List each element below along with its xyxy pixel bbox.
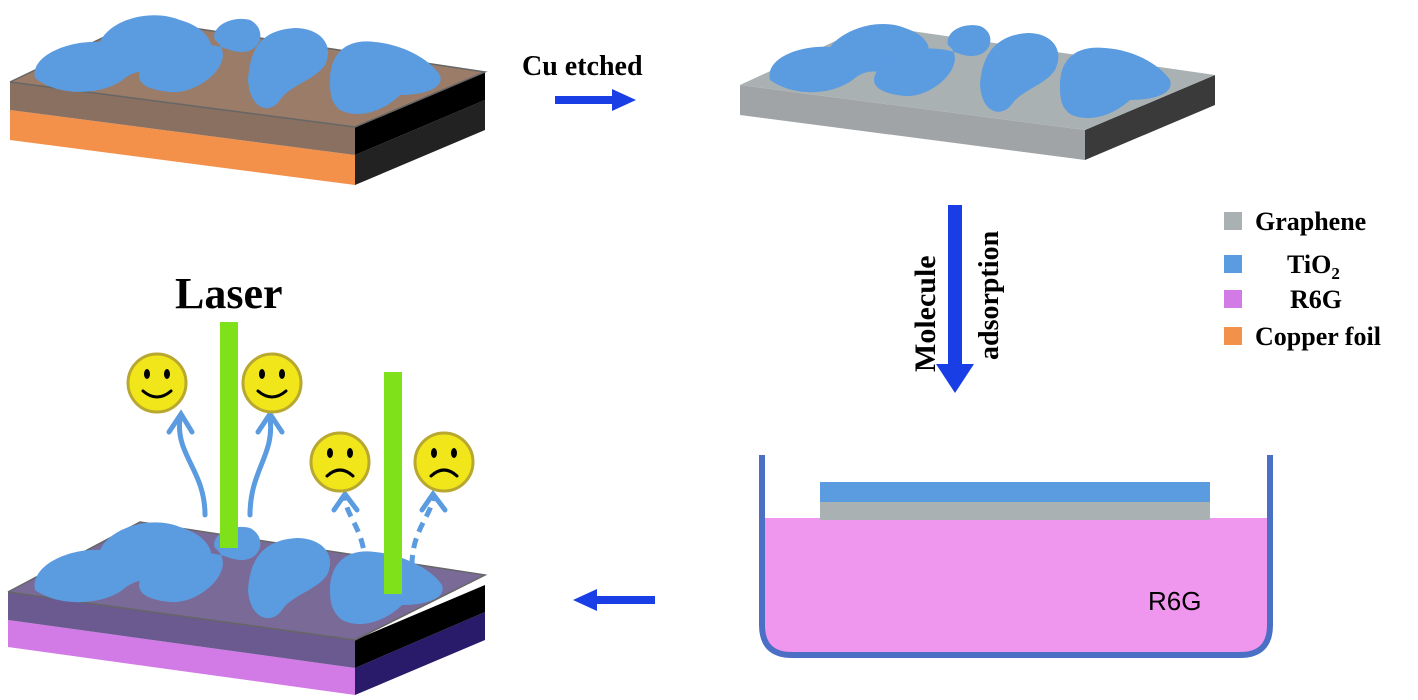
graphene-side-2	[1085, 75, 1215, 160]
tio2-islands	[34, 15, 441, 115]
legend-label-tio2: TiO2	[1287, 250, 1340, 283]
left-arrow-icon	[573, 589, 655, 611]
laser-beam-1	[220, 322, 238, 548]
laser-label: Laser	[175, 269, 283, 318]
r6g-layer-front	[8, 620, 355, 695]
immersed-graphene	[820, 502, 1210, 520]
beaker-outline	[759, 455, 1273, 658]
graphene-front-2	[740, 85, 1085, 160]
weak-arrow-heads	[331, 489, 448, 513]
r6g-layer-side	[355, 612, 485, 695]
graphene-side	[355, 72, 485, 155]
emission-arrows-weak	[342, 496, 436, 566]
copper-foil-front	[10, 110, 355, 185]
cu-etched-label: Cu etched	[522, 51, 643, 82]
legend-swatch-copper	[1224, 327, 1242, 345]
smiley-sad-icon	[413, 431, 475, 493]
down-arrow-icon	[936, 205, 974, 393]
legend-label-copper: Copper foil	[1255, 322, 1381, 351]
graphene-front	[10, 82, 355, 155]
graphene-front-4	[8, 592, 355, 668]
legend-label-r6g: R6G	[1290, 285, 1342, 314]
legend-swatch-r6g	[1224, 290, 1242, 308]
beaker: R6G	[759, 455, 1273, 658]
immersed-tio2	[820, 482, 1210, 502]
smiley-sad-icon	[309, 431, 371, 493]
graphene-side-4	[355, 585, 485, 668]
legend: Graphene TiO2 R6G Copper foil	[1224, 207, 1381, 351]
tio2-islands-2	[769, 24, 1171, 119]
molecule-label: Molecule	[909, 255, 942, 372]
emission-arrows-strong	[166, 409, 285, 518]
adsorption-label: adsorption	[974, 230, 1005, 360]
smiley-happy-icon	[126, 352, 188, 414]
sample-etched	[740, 24, 1215, 160]
copper-foil-side	[355, 100, 485, 185]
solution-label: R6G	[1148, 586, 1201, 616]
legend-swatch-tio2	[1224, 255, 1242, 273]
sample-on-copper	[9, 15, 488, 185]
smiley-happy-icon	[241, 352, 303, 414]
sers-sample	[7, 521, 488, 695]
laser-beam-2	[384, 372, 402, 594]
right-arrow-icon	[555, 89, 636, 111]
legend-swatch-graphene	[1224, 212, 1242, 230]
legend-label-graphene: Graphene	[1255, 207, 1366, 236]
r6g-solution	[762, 518, 1270, 655]
